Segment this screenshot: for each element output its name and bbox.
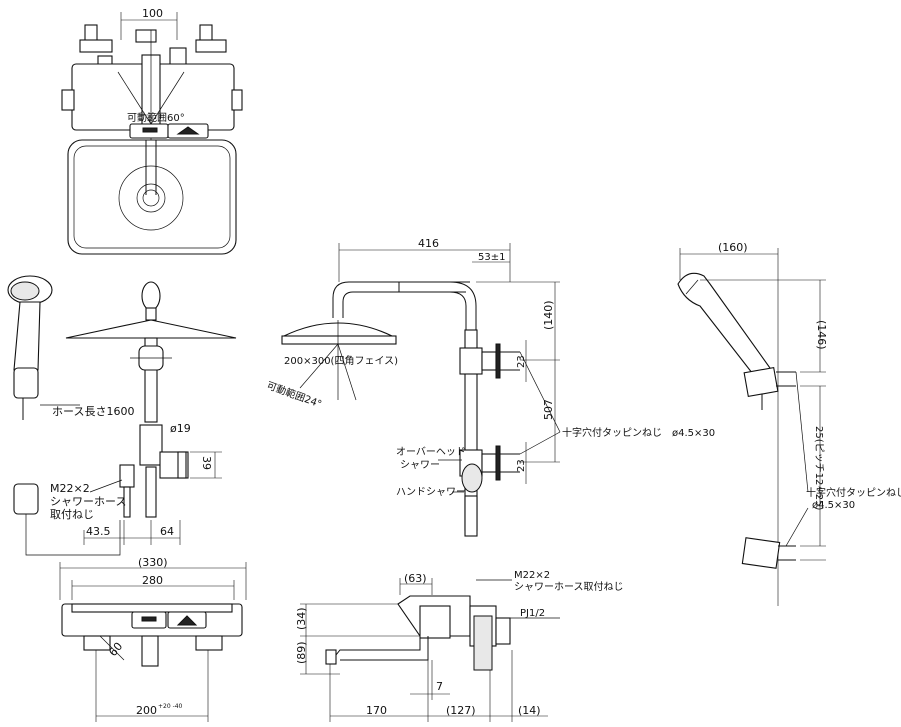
hose-length-label: ホース長さ1600 (52, 405, 134, 418)
mixer-side-view: (63) M22×2 シャワーホース取付ねじ PJ1/2 (34) (89) 7… (295, 570, 624, 722)
dim-160-label: (160) (718, 241, 748, 254)
dim-140-label: (140) (542, 300, 555, 330)
overhead-label-2: シャワー (400, 460, 440, 471)
dim-64-label: 64 (160, 525, 174, 538)
pj-label: PJ1/2 (520, 608, 545, 619)
hand-shower-label: ハンドシャワー (396, 487, 466, 498)
overhead-front-view: 39 ø19 M22×2 シャワーホース 取付ねじ 43.5 64 (50, 281, 237, 545)
dim-170-label: 170 (366, 704, 387, 717)
dim-53-label: 53±1 (478, 252, 505, 263)
dim-330-label: (330) (138, 556, 168, 569)
hand-shower-left: ホース長さ1600 (7, 275, 134, 556)
dim-127-label: (127) (446, 704, 476, 717)
screw-mid-label: 十字穴付タッピンねじ ø4.5×30 (562, 426, 715, 439)
dim-43-5-label: 43.5 (86, 525, 111, 538)
hose-nut-left-2: 取付ねじ (50, 508, 94, 521)
dim-23b-label: 23 (516, 459, 527, 472)
dim-89-label: (89) (295, 641, 308, 664)
dim-14-label: (14) (518, 704, 541, 717)
hand-shower-right: (160) (146) 25(ピッチ12~25) 十字穴付タッピンねじ ø4.5… (677, 241, 901, 606)
mixer-bottom-view: (330) 280 60 200 +20 -40 (59, 556, 247, 722)
shower-side-view: 416 53±1 200×300(四角フェイス) 可動範囲24° (265, 237, 715, 537)
m22-mid-label: M22×2 (514, 570, 550, 581)
dim-416-label: 416 (418, 237, 439, 250)
dim-146-label: (146) (815, 320, 828, 350)
head-size-label: 200×300(四角フェイス) (284, 355, 398, 367)
dim-63-label: (63) (404, 572, 427, 585)
m22-left-label: M22×2 (50, 482, 90, 495)
dim-34-label: (34) (295, 607, 308, 630)
dim-23a-label: 23 (516, 355, 527, 368)
overhead-label-1: オーバーヘッド (396, 446, 466, 458)
pitch-label: 25(ピッチ12~25) (813, 426, 825, 510)
screw-right-label-2: ø4.5×30 (812, 500, 855, 511)
dim-280-label: 280 (142, 574, 163, 587)
pipe-dia-label: ø19 (170, 422, 191, 435)
swing-range-top-label: 可動範囲60° (127, 111, 185, 124)
screw-right-label-1: 十字穴付タッピンねじ (806, 486, 901, 499)
dim-100-label: 100 (142, 7, 163, 20)
dim-7-label: 7 (436, 680, 443, 693)
dim-200-tol-label: +20 -40 (158, 703, 183, 710)
dim-39-label: 39 (200, 456, 213, 470)
hose-nut-mid-label: シャワーホース取付ねじ (514, 580, 624, 593)
swing-range-head-label: 可動範囲24° (265, 379, 324, 411)
mixer-top-view: 100 可動範囲60° (61, 7, 243, 255)
dim-200-label: 200 (136, 704, 157, 717)
hose-nut-left-1: シャワーホース (50, 495, 126, 508)
